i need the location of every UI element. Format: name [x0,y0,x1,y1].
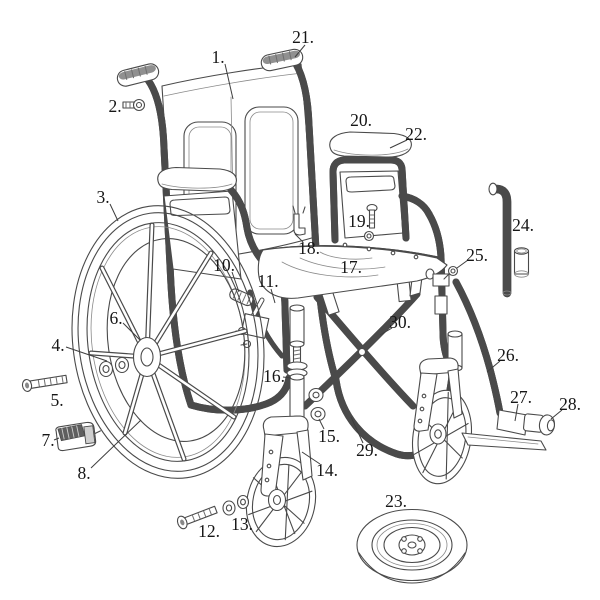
push-handle-left [116,63,160,87]
spare-caster-wheel [356,508,468,584]
part-label-14: 14. [316,460,338,480]
leader-line-29 [350,416,364,444]
release-knob [443,265,459,280]
leader-line-3 [109,203,119,222]
part-label-17: 17. [340,257,362,277]
cane-tube [488,182,530,298]
part-label-18: 18. [298,238,320,258]
part-label-21: 21. [292,27,314,47]
back-screw [122,98,146,112]
part-label-19: 19. [348,211,370,231]
part-label-20: 20. [350,110,372,130]
part-label-22: 22. [405,124,427,144]
part-label-29: 29. [356,440,378,460]
cane-cup [513,247,530,278]
leader-line-22 [389,139,408,149]
part-label-4: 4. [51,335,64,355]
rear-wheel [71,205,265,479]
part-label-23: 23. [385,491,407,511]
part-label-6: 6. [109,308,122,328]
seat-upholstery [257,242,448,299]
part-label-26: 26. [497,345,519,365]
part-label-27: 27. [510,387,532,407]
leader-line-25 [456,259,469,269]
footplate-roller [522,413,556,436]
axle-washers [98,356,130,378]
part-label-11: 11. [257,271,278,291]
leader-line-16 [282,376,292,379]
part-label-12: 12. [198,521,220,541]
leader-line-4 [65,346,108,362]
part-label-24: 24. [512,215,534,235]
grip-pad [55,421,101,452]
leader-line-26 [486,360,501,373]
seat-screw [363,203,378,242]
back-bracket [292,205,306,236]
leader-line-14 [301,451,321,465]
leader-line-10 [231,271,240,293]
leader-line-6 [122,322,141,341]
leader-line-27 [514,403,519,422]
part-label-16: 16. [263,366,285,386]
caster-right [411,268,473,485]
part-label-5: 5. [50,390,63,410]
leader-line-11 [270,288,276,304]
push-handle-right [260,48,304,72]
part-label-8: 8. [77,463,90,483]
part-label-7: 7. [41,430,54,450]
caster-stem-left [286,304,308,423]
part-label-28: 28. [559,394,581,414]
footplate-assembly [461,409,556,451]
part-label-25: 25. [466,245,488,265]
part-label-13: 13. [231,514,253,534]
part-label-1: 1. [211,47,224,67]
leader-line-18 [294,233,304,243]
leader-lines [53,44,563,469]
caster-axle-bolt [176,505,218,530]
caster-left [245,415,317,548]
part-label-30: 30. [389,312,411,332]
leader-line-7 [53,437,60,441]
caster-axle-nuts [222,494,250,516]
part-label-15: 15. [318,426,340,446]
caster-washers [308,387,326,422]
axle-bolt [21,374,68,392]
leader-line-1 [224,63,234,100]
part-label-3: 3. [96,187,109,207]
leader-line-30 [379,327,393,336]
leader-line-28 [550,409,563,420]
armrest-right [329,131,433,244]
leader-line-8 [90,419,142,469]
part-label-10: 10. [213,255,235,275]
part-labels: 1. 2. 3. 4. 5. 6. 7. 8. 10. 11. 12. 13. 14. 15. 16. 17.… [41,27,581,541]
leader-line-15 [318,418,325,430]
part-label-2: 2. [108,96,121,116]
leader-line-21 [294,44,306,58]
